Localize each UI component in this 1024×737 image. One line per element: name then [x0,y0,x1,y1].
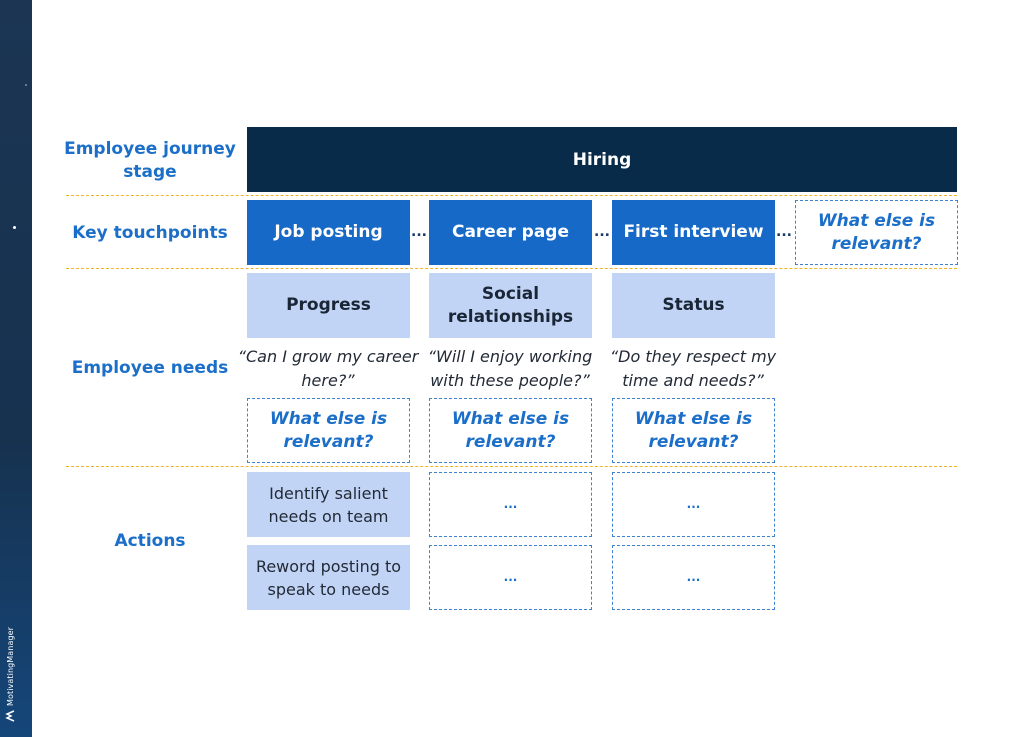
touchpoint-what-else: What else is relevant? [795,200,958,265]
action-placeholder: ... [429,472,592,537]
row-label-needs: Employee needs [71,357,229,378]
touchpoint-job-posting: Job posting [247,200,410,265]
touchpoint-first-interview: First interview [612,200,775,265]
sidebar: MotivatingManager [0,0,32,737]
need-progress: Progress [247,273,410,338]
row-label-touchpoints: Key touchpoints [72,222,228,243]
divider [66,466,957,467]
need-quote: “Will I enjoy working with these people?… [427,347,593,390]
need-status: Status [612,273,775,338]
row-label-stage: Employee journey stage [64,139,236,182]
touchpoint-ellipsis: ... [776,224,792,240]
need-what-else: What else is relevant? [247,398,410,463]
brand-name: MotivatingManager [5,626,15,706]
brand: MotivatingManager [4,627,16,722]
touchpoint-ellipsis: ... [594,224,610,240]
sidebar-dot [13,226,16,229]
need-what-else: What else is relevant? [429,398,592,463]
row-label-actions: Actions [114,530,186,551]
need-what-else: What else is relevant? [612,398,775,463]
action-placeholder: ... [612,472,775,537]
motivating-manager-logo-icon [5,710,15,722]
need-social-relationships: Social relationships [429,273,592,338]
divider [66,195,957,196]
divider [66,268,957,269]
stage-banner: Hiring [247,127,957,192]
action-placeholder: ... [612,545,775,610]
need-quote: “Can I grow my career here?” [237,347,419,390]
need-quote: “Do they respect my time and needs?” [609,347,777,390]
touchpoint-ellipsis: ... [411,224,427,240]
touchpoint-career-page: Career page [429,200,592,265]
action-placeholder: ... [429,545,592,610]
action-reword-posting: Reword posting to speak to needs [247,545,410,610]
action-identify-needs: Identify salient needs on team [247,472,410,537]
sidebar-dot [25,84,27,86]
